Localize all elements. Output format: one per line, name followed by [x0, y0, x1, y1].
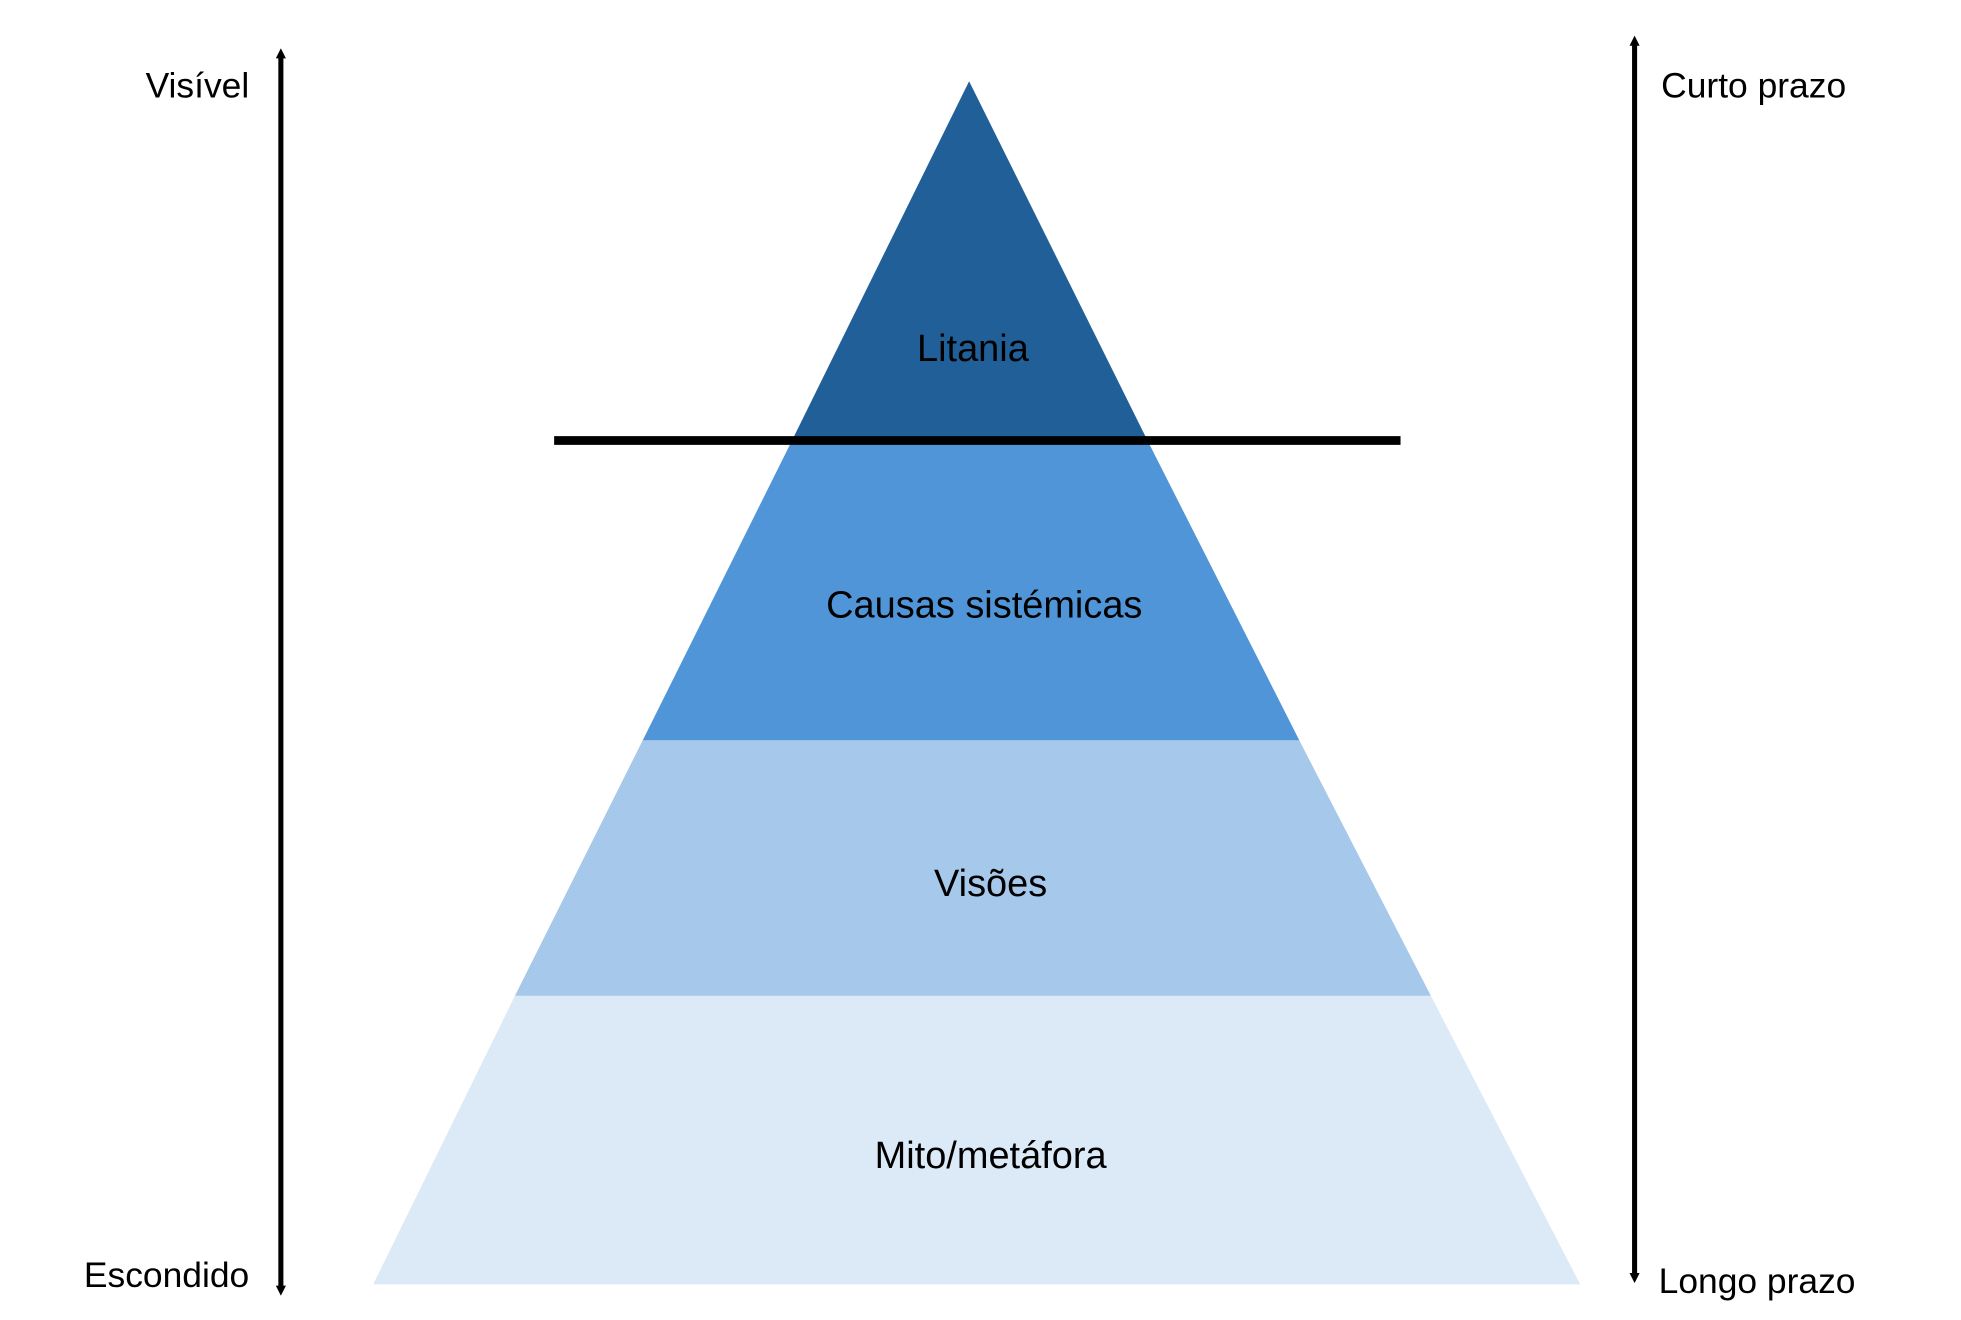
pyramid-level-causas-sistemicas — [642, 440, 1300, 741]
pyramid-level-mito-metafora — [373, 995, 1581, 1285]
axis-label-visivel: Visível — [146, 66, 250, 106]
level-label-visoes: Visões — [934, 863, 1047, 905]
level-label-mito-metafora: Mito/metáfora — [875, 1135, 1108, 1177]
axis-label-longo-prazo: Longo prazo — [1659, 1261, 1856, 1301]
pyramid-level-visoes — [514, 740, 1431, 996]
axis-label-escondido: Escondido — [84, 1255, 249, 1295]
level-label-litania: Litania — [917, 328, 1030, 370]
level-label-causas-sistemicas: Causas sistémicas — [826, 585, 1142, 627]
axis-label-curto-prazo: Curto prazo — [1661, 66, 1846, 106]
pyramid-level-litania — [791, 81, 1148, 441]
